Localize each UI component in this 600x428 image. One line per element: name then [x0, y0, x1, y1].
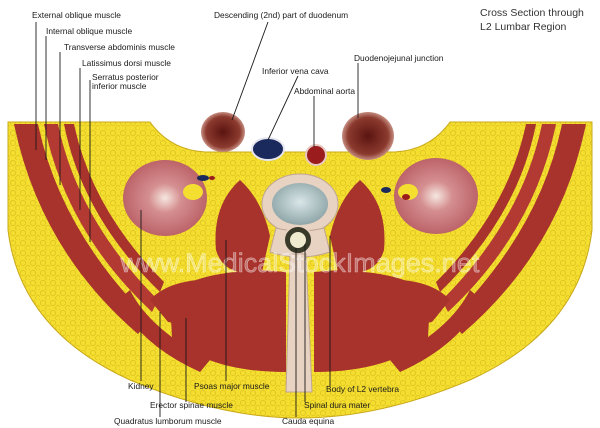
label-kidney: Kidney [128, 381, 154, 391]
right-erector-spinae [314, 270, 430, 372]
watermark-top: www.MedicalStockImages.net [120, 80, 480, 110]
label-transverse-abdominis: Transverse abdominis muscle [64, 42, 175, 52]
label-abdominal-aorta: Abdominal aorta [294, 86, 355, 96]
right-latissimus-dorsi [390, 290, 482, 372]
right-abdominal-wall-muscles [450, 124, 586, 334]
left-abdominal-wall-muscles [14, 124, 150, 334]
label-internal-oblique: Internal oblique muscle [46, 26, 132, 36]
label-serratus-posterior: Serratus posterior [92, 72, 159, 82]
duodenojejunal-junction-shape [342, 112, 394, 160]
right-psoas-major [330, 180, 385, 274]
label-inferior-vena-cava: Inferior vena cava [262, 66, 329, 76]
left-kidney-shape [123, 160, 207, 236]
label-latissimus-dorsi: Latissimus dorsi muscle [82, 58, 171, 68]
label-external-oblique: External oblique muscle [32, 10, 121, 20]
title-line-1: Cross Section through [480, 7, 584, 19]
leader-lines [35, 21, 359, 417]
label-serratus-posterior-line2: inferior muscle [92, 81, 147, 91]
label-erector-spinae: Erector spinae muscle [150, 400, 233, 410]
intervertebral-disc [272, 183, 328, 225]
label-body-l2: Body of L2 vertebra [326, 384, 399, 394]
label-quadratus-lumborum: Quadratus lumborum muscle [114, 416, 222, 426]
right-kidney-shape [394, 158, 478, 234]
spinous-process [285, 253, 313, 393]
watermark-middle: www.MedicalStockImages.net [120, 248, 480, 278]
label-duodenum: Descending (2nd) part of duodenum [214, 10, 348, 20]
left-psoas-major [215, 180, 270, 274]
inferior-vena-cava-shape [251, 137, 285, 161]
duodenum-shape [201, 112, 245, 152]
abdominal-aorta-shape [305, 144, 327, 166]
label-cauda-equina: Cauda equina [282, 416, 334, 426]
label-spinal-dura: Spinal dura mater [304, 400, 370, 410]
label-duodenojejunal-junction: Duodenojejunal junction [354, 53, 444, 63]
left-erector-spinae [170, 270, 286, 372]
title-line-2: L2 Lumbar Region [480, 21, 567, 33]
label-psoas-major: Psoas major muscle [194, 381, 270, 391]
